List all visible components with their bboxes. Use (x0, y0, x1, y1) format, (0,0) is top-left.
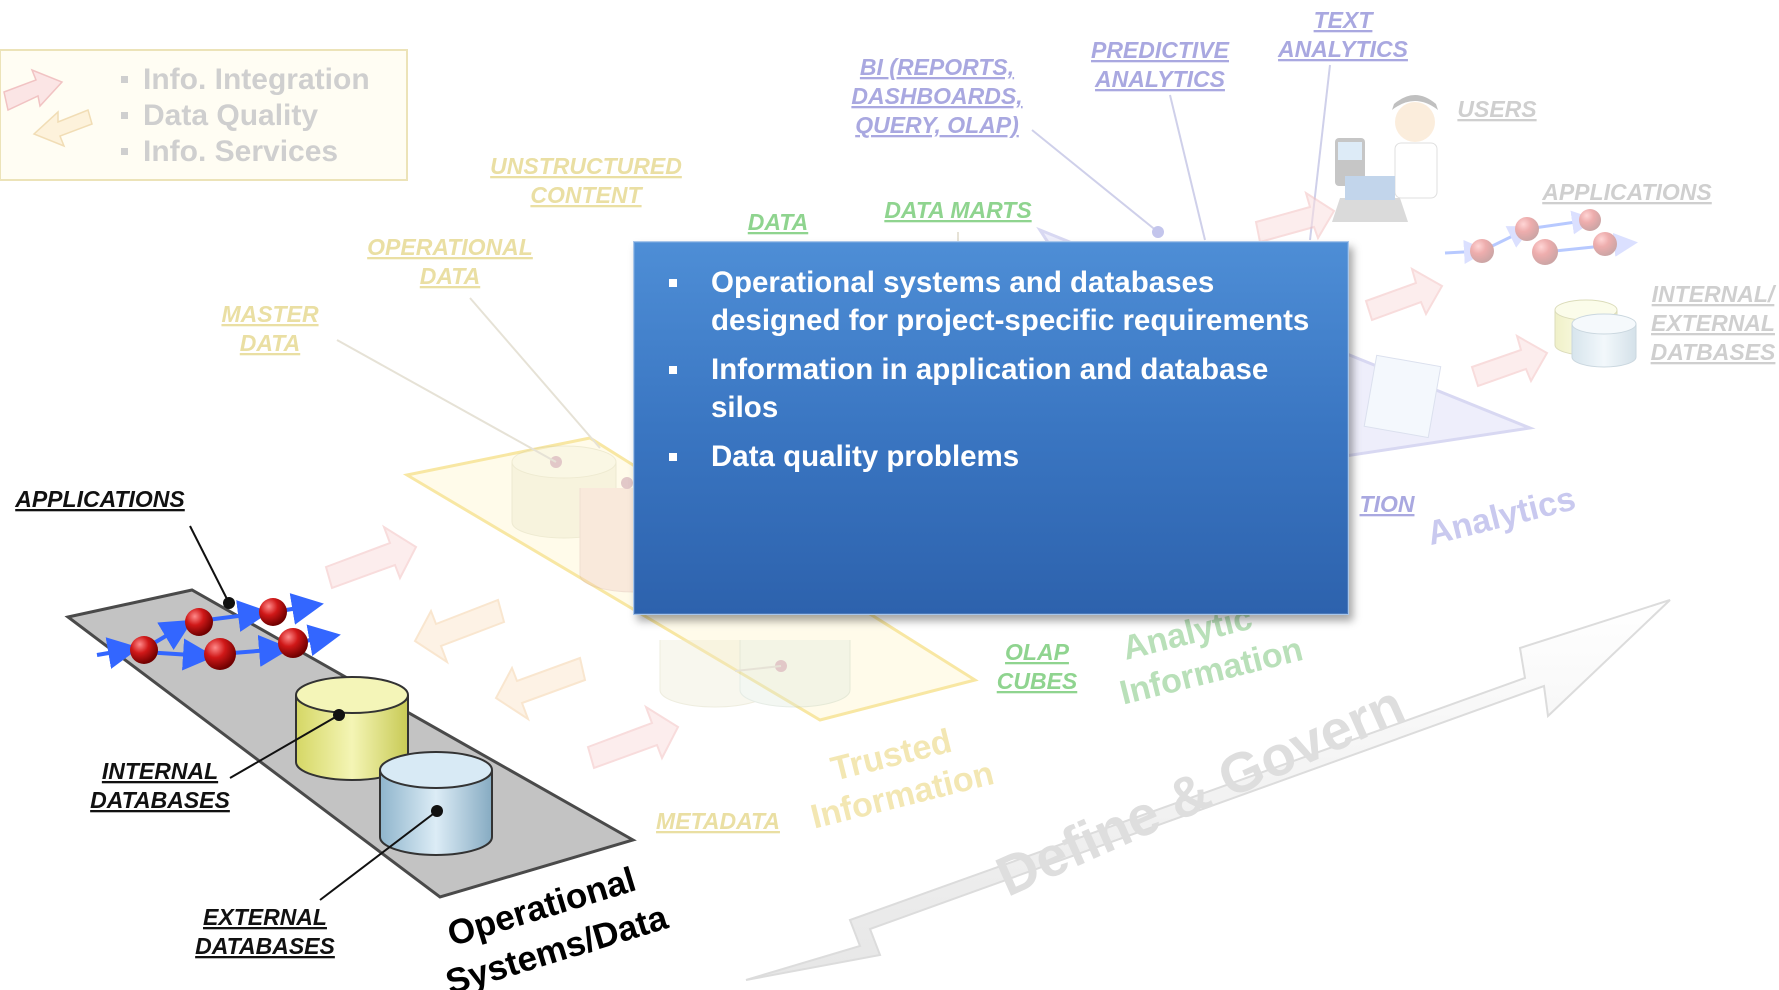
application-node (130, 636, 158, 664)
label-internal-external: INTERNAL/ (1652, 281, 1777, 307)
label-integration-partial: TION (1360, 491, 1415, 517)
leader-lines-faint (336, 232, 959, 672)
title-define-govern: Define & Govern (987, 672, 1413, 908)
application-node (204, 638, 236, 670)
callout-bullet: Information in application and database … (664, 351, 1318, 427)
legend-item: Info. Services (143, 135, 338, 168)
application-node (278, 628, 308, 658)
callout-bullet-text: Data quality problems (711, 440, 1020, 473)
label-bi-2: DASHBOARDS, (851, 83, 1022, 109)
label-master-data: MASTER (221, 301, 319, 327)
bullet-square-icon (669, 279, 677, 287)
callout-bullet: Operational systems and databases design… (664, 264, 1318, 340)
flow-arrows (324, 190, 1549, 770)
label-olap-cubes-2: CUBES (997, 668, 1078, 694)
label-internal-external-3: DATBASES (1651, 339, 1776, 365)
bullet-square-icon (669, 366, 677, 374)
database-cylinder-icon (1554, 299, 1637, 368)
label-external-db: EXTERNAL (203, 904, 327, 930)
operational-panel: APPLICATIONS INTERNAL DATABASES EXTERNAL… (14, 486, 672, 990)
label-olap-cubes: OLAP (1005, 639, 1070, 665)
title-analytics: Analytics (1423, 480, 1579, 553)
label-master-data-2: DATA (240, 330, 300, 356)
label-bi: BI (REPORTS, (860, 54, 1014, 80)
legend-item: Info. Integration (143, 63, 370, 96)
callout-bullet-text: Operational systems and databases design… (711, 266, 1310, 337)
application-node (185, 608, 213, 636)
label-applications-left: APPLICATIONS (14, 486, 185, 512)
app-network-icon (1444, 209, 1638, 265)
faint-labels: UNSTRUCTURED CONTENT OPERATIONAL DATA MA… (221, 7, 1776, 834)
label-unstructured: UNSTRUCTURED (490, 153, 682, 179)
label-bi-3: QUERY, OLAP) (855, 112, 1019, 138)
application-node (259, 598, 287, 626)
label-metadata: METADATA (656, 808, 780, 834)
database-cylinder-icon (295, 676, 409, 781)
arrows-icon-return (32, 108, 93, 148)
label-applications-right: APPLICATIONS (1541, 179, 1712, 205)
label-predictive: PREDICTIVE (1091, 37, 1230, 63)
label-data-marts: DATA MARTS (884, 197, 1032, 223)
label-text-analytics-2: ANALYTICS (1277, 36, 1409, 62)
callout-bullet-list: Operational systems and databases design… (664, 264, 1318, 476)
legend-box: Info. Integration Data Quality Info. Ser… (0, 49, 408, 181)
app-network-icon (96, 593, 341, 671)
label-internal-external-2: EXTERNAL (1651, 310, 1775, 336)
callout-bullet: Data quality problems (664, 438, 1318, 476)
legend-item: Data Quality (143, 99, 318, 132)
label-external-db-2: DATABASES (195, 933, 335, 959)
label-text-analytics: TEXT (1314, 7, 1375, 33)
callout-box: Operational systems and databases design… (633, 241, 1349, 615)
arrows-icon (3, 68, 64, 112)
label-unstructured-2: CONTENT (530, 182, 643, 208)
user-phone-laptop-icon (1332, 95, 1438, 222)
label-data: DATA (748, 209, 808, 235)
label-users: USERS (1457, 96, 1537, 122)
database-cylinder-icon (379, 751, 493, 856)
label-internal-db-2: DATABASES (90, 787, 230, 813)
label-operational-data: OPERATIONAL (367, 234, 533, 260)
callout-bullet-text: Information in application and database … (711, 353, 1269, 424)
bullet-square-icon (669, 453, 677, 461)
label-internal-db: INTERNAL (102, 758, 218, 784)
label-predictive-2: ANALYTICS (1094, 66, 1226, 92)
leader-lines (189, 525, 438, 901)
label-operational-data-2: DATA (420, 263, 480, 289)
